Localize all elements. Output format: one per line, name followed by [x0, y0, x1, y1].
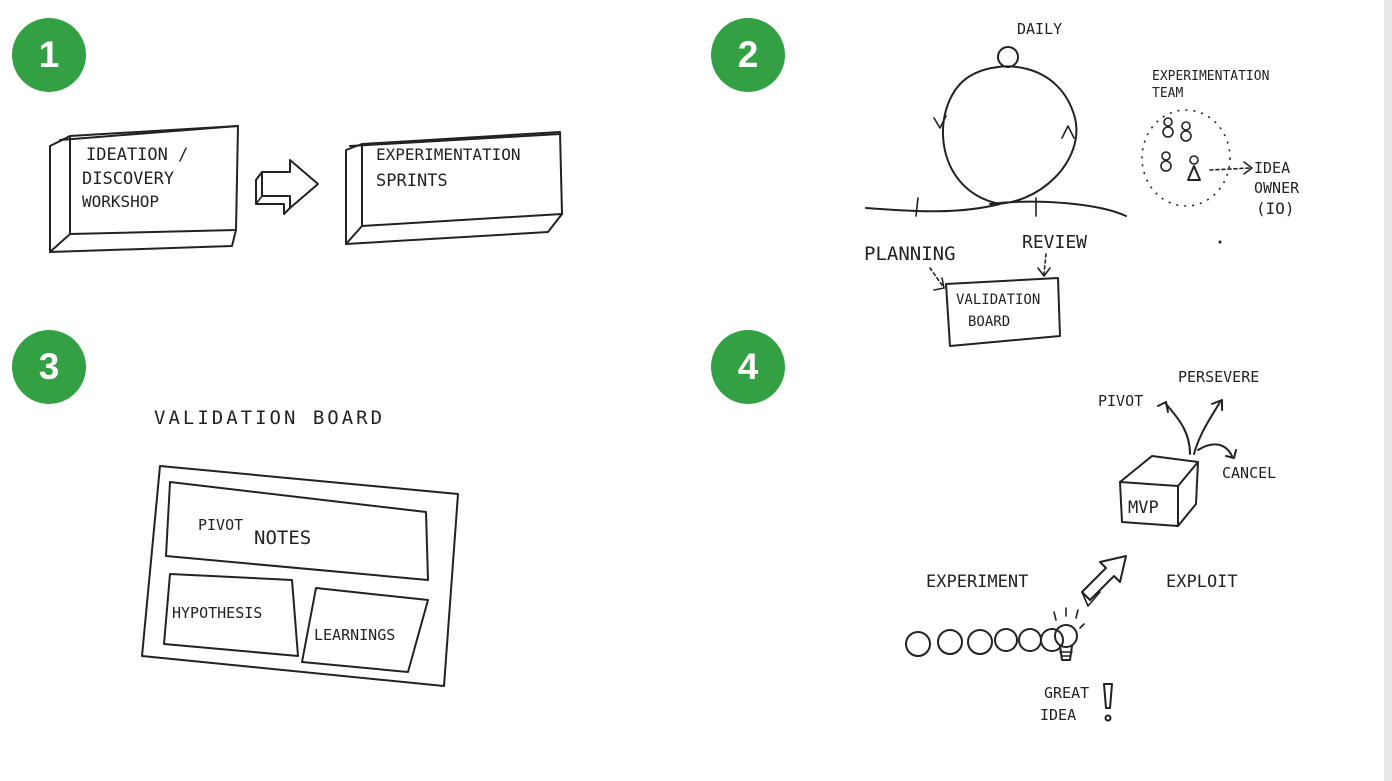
team-label-line-2: TEAM — [1152, 86, 1183, 101]
panel-2: DAILY PLANNING REVIEW VALIDATION BOARD E… — [864, 20, 1300, 347]
idea-owner-line-2: OWNER — [1254, 179, 1300, 197]
sprint-cycle-icon — [865, 65, 1127, 217]
panel-4: PERSEVERE PIVOT CANCEL MVP EXPERIMENT EX… — [905, 368, 1276, 724]
exploit-label: EXPLOIT — [1166, 572, 1238, 592]
team-label-line-1: EXPERIMENTATION — [1152, 69, 1269, 84]
ideation-box — [49, 125, 239, 253]
idea-owner-line-1: IDEA — [1254, 159, 1290, 177]
growth-arrow-icon — [1081, 555, 1127, 607]
cancel-label: CANCEL — [1222, 464, 1276, 482]
team-boundary — [1141, 109, 1231, 207]
persevere-label: PERSEVERE — [1178, 368, 1259, 386]
pivot-option-label: PIVOT — [1098, 392, 1143, 410]
notes-section — [165, 481, 429, 581]
iteration-loops-icon — [905, 628, 1064, 657]
team-members-icon — [1160, 117, 1201, 181]
process-arrow-icon — [255, 159, 319, 215]
panel-3: VALIDATION BOARD PIVOT NOTES HYPOTHESIS … — [141, 407, 459, 687]
review-label: REVIEW — [1022, 232, 1087, 253]
daily-label: DAILY — [1017, 20, 1062, 38]
exclamation-icon — [1103, 683, 1113, 722]
learnings-label: LEARNINGS — [314, 626, 395, 644]
page-edge — [1384, 0, 1392, 781]
hypothesis-label: HYPOTHESIS — [172, 604, 262, 622]
validation-board-title: VALIDATION BOARD — [154, 407, 385, 429]
experiment-label: EXPERIMENT — [926, 572, 1028, 592]
validation-board-line-1: VALIDATION — [956, 292, 1040, 308]
daily-node-icon — [997, 46, 1019, 68]
great-idea-line-1: GREAT — [1044, 684, 1089, 702]
experimentation-box — [345, 131, 563, 245]
idea-owner-line-3: (IO) — [1256, 199, 1295, 218]
step-badge-2: 2 — [711, 18, 785, 92]
experimentation-line-1: EXPERIMENTATION — [376, 145, 521, 164]
validation-board-line-2: BOARD — [968, 314, 1010, 330]
decision-arrows-icon — [1157, 399, 1237, 459]
panel-1: IDEATION / DISCOVERY WORKSHOP EXPERIMENT… — [49, 125, 563, 253]
lightbulb-icon — [1053, 607, 1085, 661]
validation-board-box — [945, 277, 1061, 347]
learnings-section — [301, 587, 429, 673]
ideation-line-2: DISCOVERY — [82, 169, 174, 189]
pivot-label: PIVOT — [198, 516, 243, 534]
notes-label: NOTES — [254, 527, 311, 549]
step-badge-3: 3 — [12, 330, 86, 404]
step-badge-4: 4 — [711, 330, 785, 404]
mvp-cube-icon — [1119, 455, 1199, 527]
hypothesis-section — [163, 573, 299, 657]
step-badge-1: 1 — [12, 18, 86, 92]
great-idea-line-2: IDEA — [1040, 706, 1076, 724]
ideation-line-1: IDEATION / — [86, 145, 188, 165]
experimentation-line-2: SPRINTS — [376, 171, 448, 191]
board-outline — [141, 465, 459, 687]
planning-label: PLANNING — [864, 243, 956, 265]
ideation-line-3: WORKSHOP — [82, 192, 159, 211]
mvp-label: MVP — [1128, 498, 1159, 518]
